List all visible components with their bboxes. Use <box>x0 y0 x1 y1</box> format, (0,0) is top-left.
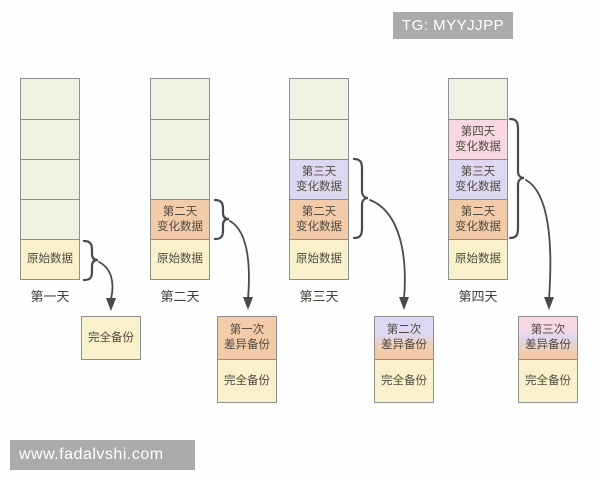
original-data-cell: 原始数据 <box>449 239 507 279</box>
data-stack-day2: 第二天 变化数据 原始数据 <box>150 78 210 280</box>
original-data-cell: 原始数据 <box>290 239 348 279</box>
day-label-day1: 第一天 <box>30 289 70 304</box>
arrow-day1 <box>98 261 114 300</box>
original-data-cell: 原始数据 <box>21 239 79 279</box>
day-label-day3: 第三天 <box>299 289 339 304</box>
empty-cell <box>151 119 209 159</box>
empty-cell <box>151 159 209 199</box>
data-stack-day4: 第四天 变化数据 第三天 变化数据 第二天 变化数据 原始数据 <box>448 78 508 280</box>
watermark-badge: www.fadalvshi.com <box>10 440 195 470</box>
arrowhead-day2 <box>243 297 253 310</box>
tg-badge: TG: MYYJJPP <box>393 12 513 39</box>
empty-cell <box>151 79 209 119</box>
original-data-cell: 原始数据 <box>151 239 209 279</box>
backup-box-day3: 第二次 差异备份 完全备份 <box>374 316 434 403</box>
backup-box-day2: 第一次 差异备份 完全备份 <box>217 316 277 403</box>
arrow-day4 <box>525 179 552 300</box>
day3-change-cell: 第三天 变化数据 <box>290 159 348 199</box>
day2-change-cell: 第二天 变化数据 <box>449 199 507 239</box>
full-backup-part: 完全备份 <box>519 359 577 402</box>
day-label-day2: 第二天 <box>160 289 200 304</box>
backup-box-day4: 第三次 差异备份 完全备份 <box>518 316 578 403</box>
arrow-day2 <box>229 220 250 300</box>
empty-cell <box>21 199 79 239</box>
day2-change-cell: 第二天 变化数据 <box>151 199 209 239</box>
empty-cell <box>290 79 348 119</box>
empty-cell <box>290 119 348 159</box>
data-stack-day1: 原始数据 <box>20 78 80 280</box>
diff-backup-3-part: 第三次 差异备份 <box>519 317 577 359</box>
day2-change-cell: 第二天 变化数据 <box>290 199 348 239</box>
empty-cell <box>21 159 79 199</box>
empty-cell <box>21 119 79 159</box>
backup-box-day1: 完全备份 <box>81 316 141 360</box>
full-backup-part: 完全备份 <box>218 359 276 402</box>
data-stack-day3: 第三天 变化数据 第二天 变化数据 原始数据 <box>289 78 349 280</box>
full-backup-part: 完全备份 <box>82 317 140 359</box>
full-backup-part: 完全备份 <box>375 359 433 402</box>
brace-day2 <box>213 198 230 241</box>
day3-change-cell: 第三天 变化数据 <box>449 159 507 199</box>
day-label-day4: 第四天 <box>458 289 498 304</box>
arrowhead-day4 <box>544 297 554 310</box>
arrowhead-day1 <box>106 298 116 311</box>
empty-cell <box>21 79 79 119</box>
diff-backup-1-part: 第一次 差异备份 <box>218 317 276 359</box>
day4-change-cell: 第四天 变化数据 <box>449 119 507 159</box>
brace-day4 <box>508 117 525 240</box>
brace-day3 <box>352 157 369 240</box>
arrow-day3 <box>369 199 406 300</box>
empty-cell <box>449 79 507 119</box>
arrowhead-day3 <box>399 297 409 310</box>
brace-day1 <box>82 239 99 282</box>
diff-backup-2-part: 第二次 差异备份 <box>375 317 433 359</box>
